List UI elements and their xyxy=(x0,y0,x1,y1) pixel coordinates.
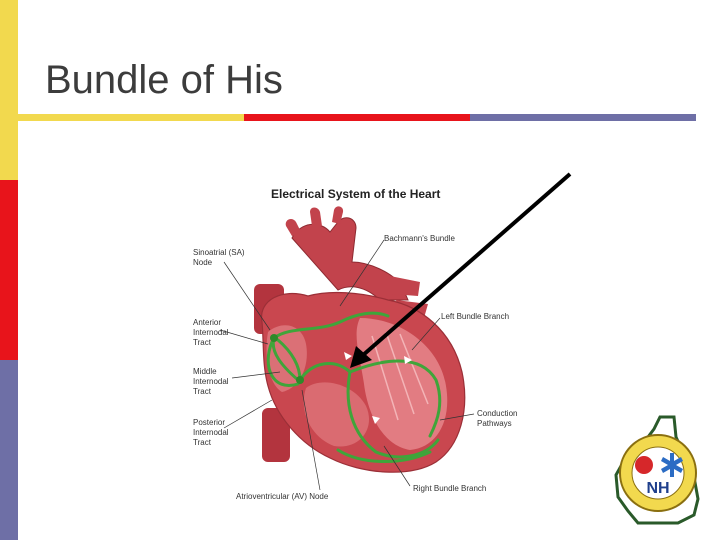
label-sa-node-line1: Sinoatrial (SA) xyxy=(193,248,245,257)
label-sa-node-line2: Node xyxy=(193,258,213,267)
label-conduction-line2: Pathways xyxy=(477,419,512,428)
conduction-pathway xyxy=(266,311,442,463)
label-posterior-line3: Tract xyxy=(193,438,211,447)
label-left-bundle-branch: Left Bundle Branch xyxy=(441,312,510,321)
nh-ems-logo: NH xyxy=(614,415,700,525)
aortic-branch-2 xyxy=(310,207,322,226)
aortic-branch-1 xyxy=(285,219,302,236)
label-sa-node: Sinoatrial (SA) Node xyxy=(193,248,245,268)
label-middle-line3: Tract xyxy=(193,387,211,396)
side-bar-blue xyxy=(0,360,18,540)
aorta xyxy=(291,217,409,301)
label-conduction-pathways: Conduction Pathways xyxy=(477,409,517,429)
title-rule-yellow xyxy=(18,114,244,121)
label-av-node: Atrioventricular (AV) Node xyxy=(236,492,329,501)
label-conduction-line1: Conduction xyxy=(477,409,518,418)
label-anterior-line1: Anterior xyxy=(193,318,222,327)
right-ventricle xyxy=(303,382,370,447)
av-node-dot xyxy=(296,376,304,384)
label-right-bundle-branch: Right Bundle Branch xyxy=(413,484,487,493)
right-atrium xyxy=(266,325,307,392)
leader-lines xyxy=(219,239,475,491)
label-posterior-tract: Posterior Internodal Tract xyxy=(193,418,229,448)
posterior-internodal-path xyxy=(266,340,300,387)
left-bundle-branch-path xyxy=(348,359,442,438)
sa-node-dot xyxy=(270,334,278,342)
label-middle-line1: Middle xyxy=(193,367,217,376)
diagram-title: Electrical System of the Heart xyxy=(271,187,441,201)
label-middle-tract: Middle Internodal Tract xyxy=(193,367,229,397)
aortic-branch-3 xyxy=(332,206,344,224)
label-anterior-tract: Anterior Internodal Tract xyxy=(193,318,229,348)
pointer-arrow-shaft xyxy=(360,172,572,358)
right-bundle-branch-path xyxy=(346,370,440,459)
label-anterior-line2: Internodal xyxy=(193,328,229,337)
label-bachmanns-bundle: Bachmann's Bundle xyxy=(384,234,455,243)
label-posterior-line1: Posterior xyxy=(193,418,226,427)
logo-nh-text: NH xyxy=(646,480,669,497)
inferior-vena-cava xyxy=(262,408,290,462)
side-bar-yellow xyxy=(0,0,18,180)
pointer-arrow-head xyxy=(350,346,372,368)
purkinje-path xyxy=(336,448,432,463)
label-anterior-line3: Tract xyxy=(193,338,211,347)
label-posterior-line2: Internodal xyxy=(193,428,229,437)
flow-arrows xyxy=(344,352,412,424)
bachmanns-bundle-path xyxy=(272,311,390,340)
label-middle-line2: Internodal xyxy=(193,377,229,386)
slide-title: Bundle of His xyxy=(45,58,283,102)
star-of-life-icon xyxy=(661,453,683,477)
title-rule-blue xyxy=(470,114,696,121)
bundle-of-his-path xyxy=(298,362,352,382)
septum-striations xyxy=(371,331,429,421)
title-rule-red xyxy=(244,114,470,121)
left-ventricle xyxy=(356,318,448,450)
side-bar-red xyxy=(0,180,18,360)
logo-maltese-cross xyxy=(635,456,653,474)
